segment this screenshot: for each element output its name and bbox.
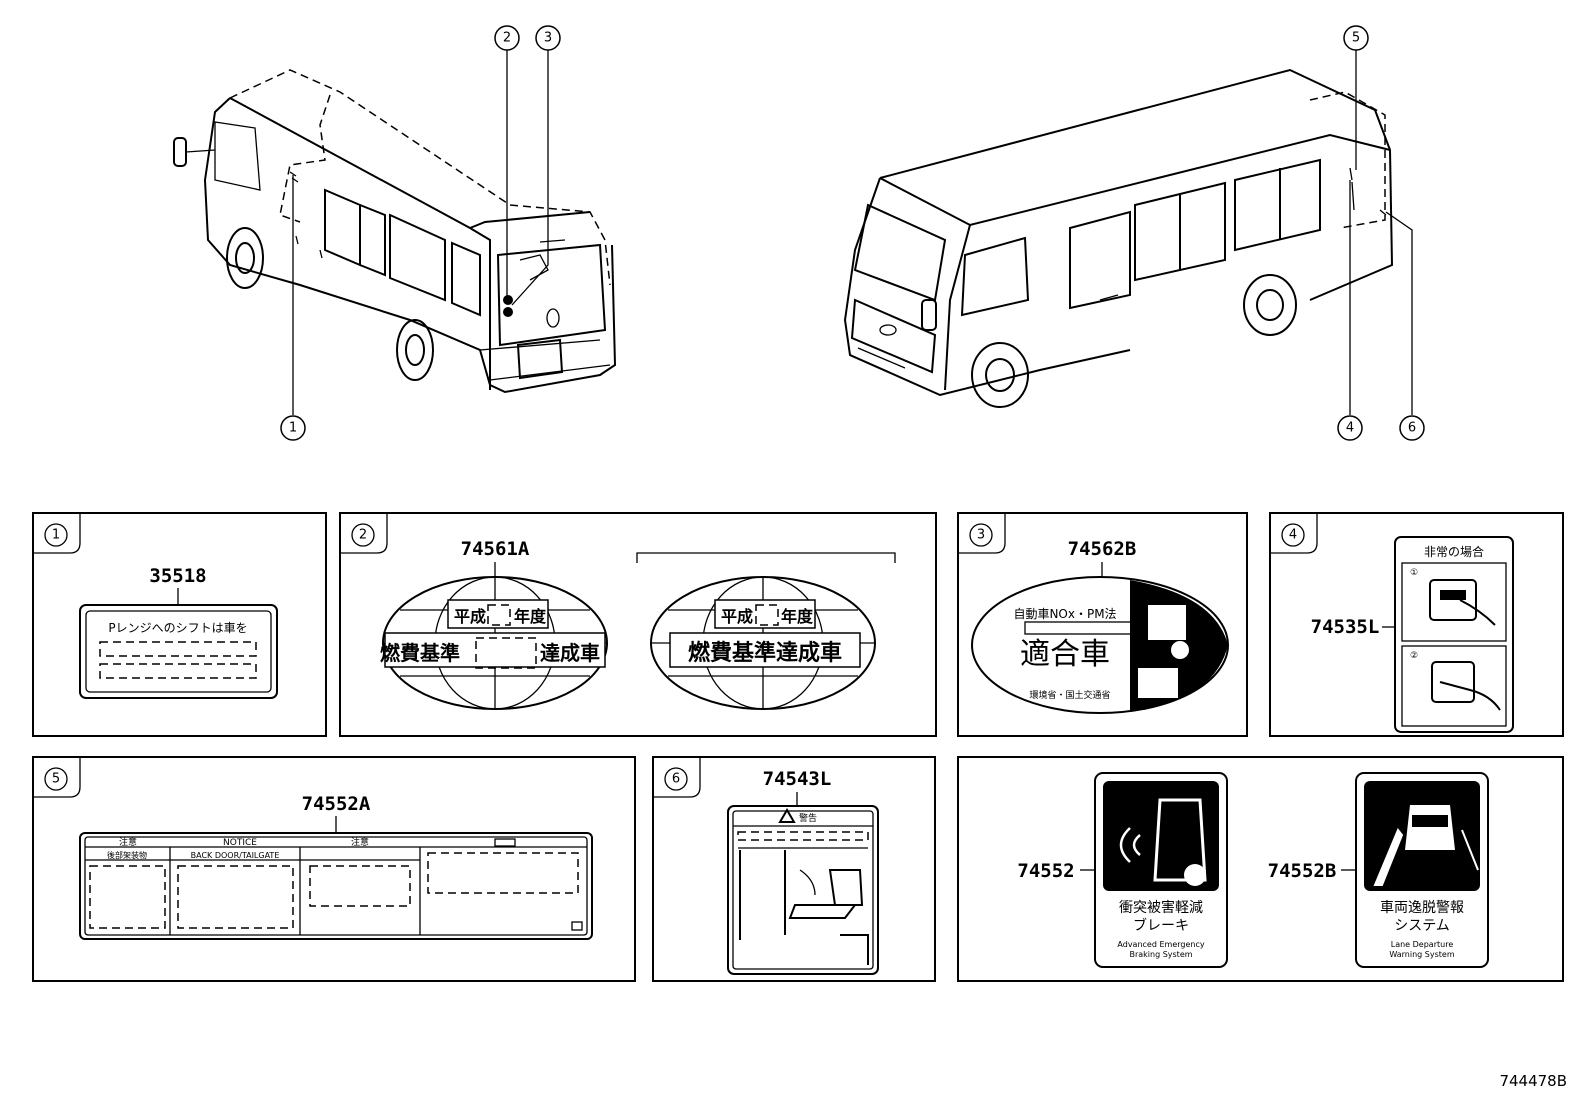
- part-number-74535L: 74535L: [1311, 616, 1380, 638]
- part-number-74552A: 74552A: [302, 793, 371, 815]
- svg-text:2: 2: [503, 31, 511, 46]
- svg-text:Advanced Emergency: Advanced Emergency: [1117, 940, 1204, 949]
- callout-1: 1: [280, 415, 306, 441]
- svg-text:BACK DOOR/TAILGATE: BACK DOOR/TAILGATE: [191, 851, 280, 860]
- svg-text:環境省・国土交通省: 環境省・国土交通省: [1029, 689, 1110, 701]
- svg-text:燃費基準達成車: 燃費基準達成車: [688, 640, 842, 666]
- svg-text:注意: 注意: [351, 836, 369, 848]
- callout-5: 5: [1343, 25, 1369, 51]
- callout-2: 2: [494, 25, 520, 51]
- part-number-74552: 74552: [1017, 860, 1074, 882]
- callout-4: 4: [1337, 415, 1363, 441]
- panel-1: 1 35518 Pレンジへのシフトは車を: [32, 512, 327, 737]
- panel-4-number: 4: [1289, 528, 1297, 543]
- figure-id: 744478B: [1499, 1072, 1567, 1090]
- svg-text:1: 1: [289, 421, 297, 436]
- svg-text:6: 6: [1408, 421, 1416, 436]
- svg-text:3: 3: [544, 31, 552, 46]
- callout-6: 6: [1399, 415, 1425, 441]
- leader-lines-right: [1349, 50, 1413, 415]
- svg-text:②: ②: [1410, 651, 1418, 661]
- panel-5-number: 5: [52, 772, 60, 787]
- panel-6-number: 6: [672, 772, 680, 787]
- svg-text:システム: システム: [1394, 918, 1450, 934]
- svg-text:Lane Departure: Lane Departure: [1391, 940, 1454, 949]
- bus-front-view: [843, 68, 1394, 408]
- svg-text:車両逸脱警報: 車両逸脱警報: [1380, 899, 1464, 916]
- svg-text:非常の場合: 非常の場合: [1424, 544, 1484, 559]
- panel-6: 6 74543L 警告: [652, 756, 936, 982]
- bus-rear-view: [173, 69, 617, 394]
- svg-text:年度: 年度: [781, 607, 814, 626]
- svg-text:適合車: 適合車: [1020, 637, 1110, 672]
- svg-text:後部架装物: 後部架装物: [107, 850, 147, 860]
- svg-text:衝突被害軽減: 衝突被害軽減: [1119, 899, 1203, 916]
- panel-3-number: 3: [977, 528, 985, 543]
- svg-text:NOTICE: NOTICE: [223, 838, 257, 848]
- svg-text:達成車: 達成車: [540, 641, 600, 665]
- svg-text:自動車NOx・PM法: 自動車NOx・PM法: [1013, 607, 1116, 621]
- svg-text:平成: 平成: [721, 607, 753, 626]
- part-number-74561A: 74561A: [461, 538, 530, 560]
- panel-4: 4 74535L 非常の場合 ① ②: [1269, 512, 1564, 737]
- panel-3: 3 74562B 自動車NOx・PM法 適合車 環境省・国土交通省: [957, 512, 1248, 737]
- svg-text:Warning System: Warning System: [1389, 950, 1454, 959]
- svg-text:警告: 警告: [799, 812, 817, 824]
- svg-text:①: ①: [1410, 568, 1418, 578]
- svg-text:燃費基準: 燃費基準: [380, 641, 460, 665]
- panel-2: 2 74561A 平成 年度 燃費基準 達成車 平成 年度 燃費基準達成車: [339, 512, 937, 737]
- leader-lines-left: [292, 50, 549, 415]
- svg-text:平成: 平成: [454, 607, 486, 626]
- svg-text:Braking System: Braking System: [1129, 950, 1192, 959]
- svg-text:ブレーキ: ブレーキ: [1133, 917, 1189, 934]
- part-number-74552B: 74552B: [1268, 860, 1337, 882]
- panel-5: 5 74552A 注意 NOTICE 注意 後部架装物 BACK DOOR/TA…: [32, 756, 636, 982]
- svg-text:年度: 年度: [514, 607, 547, 626]
- part-number-35518: 35518: [149, 565, 206, 587]
- panel-2-number: 2: [359, 528, 367, 543]
- panel-7: 74552 衝突被害軽減 ブレーキ Advanced Emergency Bra…: [957, 756, 1564, 982]
- svg-text:4: 4: [1346, 421, 1354, 436]
- panel-1-number: 1: [52, 528, 60, 543]
- svg-text:注意: 注意: [119, 836, 137, 848]
- part-number-74562B: 74562B: [1068, 538, 1137, 560]
- label-35518-text: Pレンジへのシフトは車を: [108, 621, 247, 635]
- part-number-74543L: 74543L: [763, 768, 832, 790]
- callout-3: 3: [535, 25, 561, 51]
- svg-text:5: 5: [1352, 31, 1360, 46]
